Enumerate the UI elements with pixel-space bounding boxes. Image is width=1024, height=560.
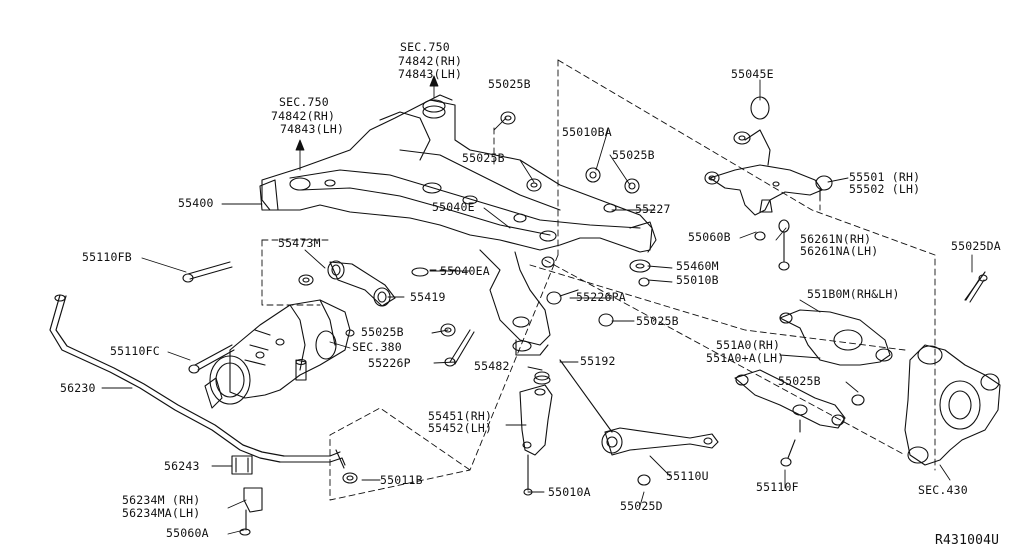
callout-56230: 56230 (60, 381, 96, 395)
callout-55501-rh: 55501 (RH) (849, 170, 921, 184)
callout-55025b: 55025B (462, 151, 505, 165)
callout-55419: 55419 (410, 290, 446, 304)
callout-sec750-top-lh: 74843(LH) (398, 67, 463, 81)
callout-55025b: 55025B (361, 325, 404, 339)
callout-55110u: 55110U (666, 469, 709, 483)
callout-55011b: 55011B (380, 473, 423, 487)
rear-crossmember (259, 94, 657, 356)
callout-sec750-left-lh: 74843(LH) (280, 122, 345, 136)
upper-link-arm (704, 96, 833, 271)
fasteners (182, 111, 985, 381)
callout-55025b: 55025B (488, 77, 531, 91)
callout-sec750-top-rh: 74842(RH) (398, 54, 463, 68)
callout-56234ma-lh: 56234MA(LH) (122, 506, 201, 520)
callout-55040e: 55040E (432, 200, 475, 214)
differential-assembly (204, 299, 355, 409)
callout-55060b: 55060B (688, 230, 731, 244)
callout-551a0a-lh: 551A0+A(LH) (706, 351, 785, 365)
callout-55010ba: 55010BA (562, 125, 612, 139)
callout-55040ea: 55040EA (440, 264, 490, 278)
callout-55010a: 55010A (548, 485, 591, 499)
callout-55473m: 55473M (278, 236, 321, 250)
callout-sec430: SEC.430 (918, 483, 968, 497)
callout-sec750-top-title: SEC.750 (400, 40, 450, 54)
callout-55025b: 55025B (636, 314, 679, 328)
callout-55025da: 55025DA (951, 239, 1001, 253)
callout-sec750-left-title: SEC.750 (279, 95, 329, 109)
callout-55045e: 55045E (731, 67, 774, 81)
callout-55025d: 55025D (620, 499, 663, 513)
callout-55110fb: 55110FB (82, 250, 132, 264)
callout-55460m: 55460M (676, 259, 719, 273)
callout-551b0m: 551B0M(RH&LH) (807, 287, 900, 301)
callout-56261n-rh: 56261N(RH) (800, 232, 872, 246)
callout-55192: 55192 (580, 354, 616, 368)
callout-55451-rh: 55451(RH) (428, 409, 493, 423)
callout-55025b: 55025B (778, 374, 821, 388)
callout-55010b: 55010B (676, 273, 719, 287)
leader-lines (101, 75, 973, 535)
lower-link-arm (779, 309, 893, 366)
callout-55482: 55482 (474, 359, 510, 373)
callout-55060a: 55060A (166, 526, 209, 540)
callout-55110f: 55110F (756, 480, 799, 494)
callout-551a0-rh: 551A0(RH) (716, 338, 781, 352)
callout-55227: 55227 (635, 202, 671, 216)
callout-55110fc: 55110FC (110, 344, 160, 358)
diff-mount-bracket (298, 260, 396, 307)
lower-control-arm (734, 369, 865, 467)
rear-knuckle (904, 271, 1001, 466)
stabilizer-link-bracket (519, 375, 553, 496)
dashed-guide-lines (261, 59, 936, 501)
callout-56243: 56243 (164, 459, 200, 473)
callout-55452-lh: 55452(LH) (428, 421, 493, 435)
callout-55400: 55400 (178, 196, 214, 210)
callout-sec750-left-rh: 74842(RH) (271, 109, 336, 123)
stabilizer-bar (49, 294, 358, 536)
drawing-id: R431004U (935, 533, 1000, 548)
callout-56261na-lh: 56261NA(LH) (800, 244, 879, 258)
lateral-link (559, 359, 719, 486)
callout-55226pa: 55226PA (576, 290, 626, 304)
callout-55025b: 55025B (612, 148, 655, 162)
callout-sec380: SEC.380 (352, 340, 402, 354)
callout-55502-lh: 55502 (LH) (849, 182, 921, 196)
callout-56234m-rh: 56234M (RH) (122, 493, 201, 507)
callout-55226p: 55226P (368, 356, 411, 370)
